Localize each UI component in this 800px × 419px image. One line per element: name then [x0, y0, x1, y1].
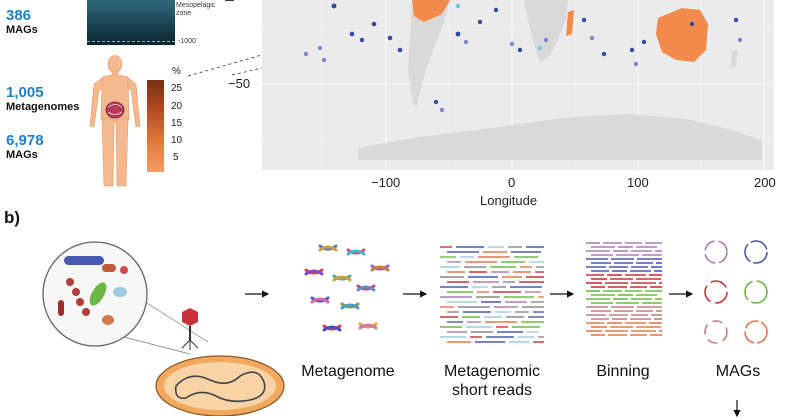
sample-points [303, 3, 743, 113]
human-mags-count: 6,978 [6, 132, 44, 149]
colorbar-tick-20: 20 [171, 101, 183, 112]
panel-b-label: b) [4, 208, 21, 227]
step-label-reads-line1: Metagenomic [443, 363, 541, 380]
colorbar-tick-10: 10 [171, 135, 183, 146]
depth-dashed-line [87, 41, 175, 42]
step-label-binning: Binning [596, 363, 650, 380]
colorbar-title: % [172, 66, 181, 77]
colorbar-tick-15: 15 [171, 118, 183, 129]
human-metagenomes-label: Metagenomes [6, 101, 80, 113]
bacteriophage-icon [181, 308, 199, 350]
step-label-mags: MAGs [715, 363, 761, 380]
human-mags-label: MAGs [6, 149, 38, 161]
brazil-highlight [412, 0, 450, 22]
africa-landmass [524, 0, 568, 62]
microbiome-illustration [42, 241, 285, 416]
mesopelagic-zone-label: Mesopelagic zone [176, 2, 216, 17]
map-xlabel: Longitude [480, 193, 538, 208]
bacteria-icons [58, 256, 128, 325]
antarctica-landmass [358, 114, 762, 160]
world-map [262, 0, 774, 170]
binning-icon [586, 242, 662, 336]
x-tick-100: 100 [627, 175, 649, 190]
ocean-mags-label: MAGs [6, 24, 38, 36]
depth-profile-box [87, 0, 175, 45]
colorbar-tick-5: 5 [173, 152, 179, 163]
ocean-mags-count: 386 [6, 7, 32, 24]
short-reads-icon [440, 246, 544, 343]
x-tick-200: 200 [754, 175, 776, 190]
colorbar-gradient [147, 80, 164, 172]
x-tick-minus100: −100 [371, 175, 401, 190]
mags-genomes-icon [704, 240, 768, 344]
human-metagenomes-count: 1,005 [6, 84, 44, 101]
depth-tick-1000: -1000 [178, 38, 196, 45]
gut-icon [105, 101, 125, 119]
colorbar-tick-25: 25 [171, 83, 183, 94]
step-label-reads-line2: short reads [451, 382, 533, 399]
australia-highlight [656, 8, 708, 62]
south-america-landmass [408, 0, 450, 108]
human-body-figure [89, 55, 141, 187]
step-label-metagenome: Metagenome [301, 363, 395, 380]
x-tick-0: 0 [508, 175, 516, 190]
bacterial-cell-icon [155, 355, 285, 416]
dna-strands-icon [304, 244, 390, 332]
new-zealand-landmass [730, 50, 738, 68]
madagascar-highlight [566, 10, 574, 36]
y-tick-minus50: −50 [228, 76, 251, 91]
